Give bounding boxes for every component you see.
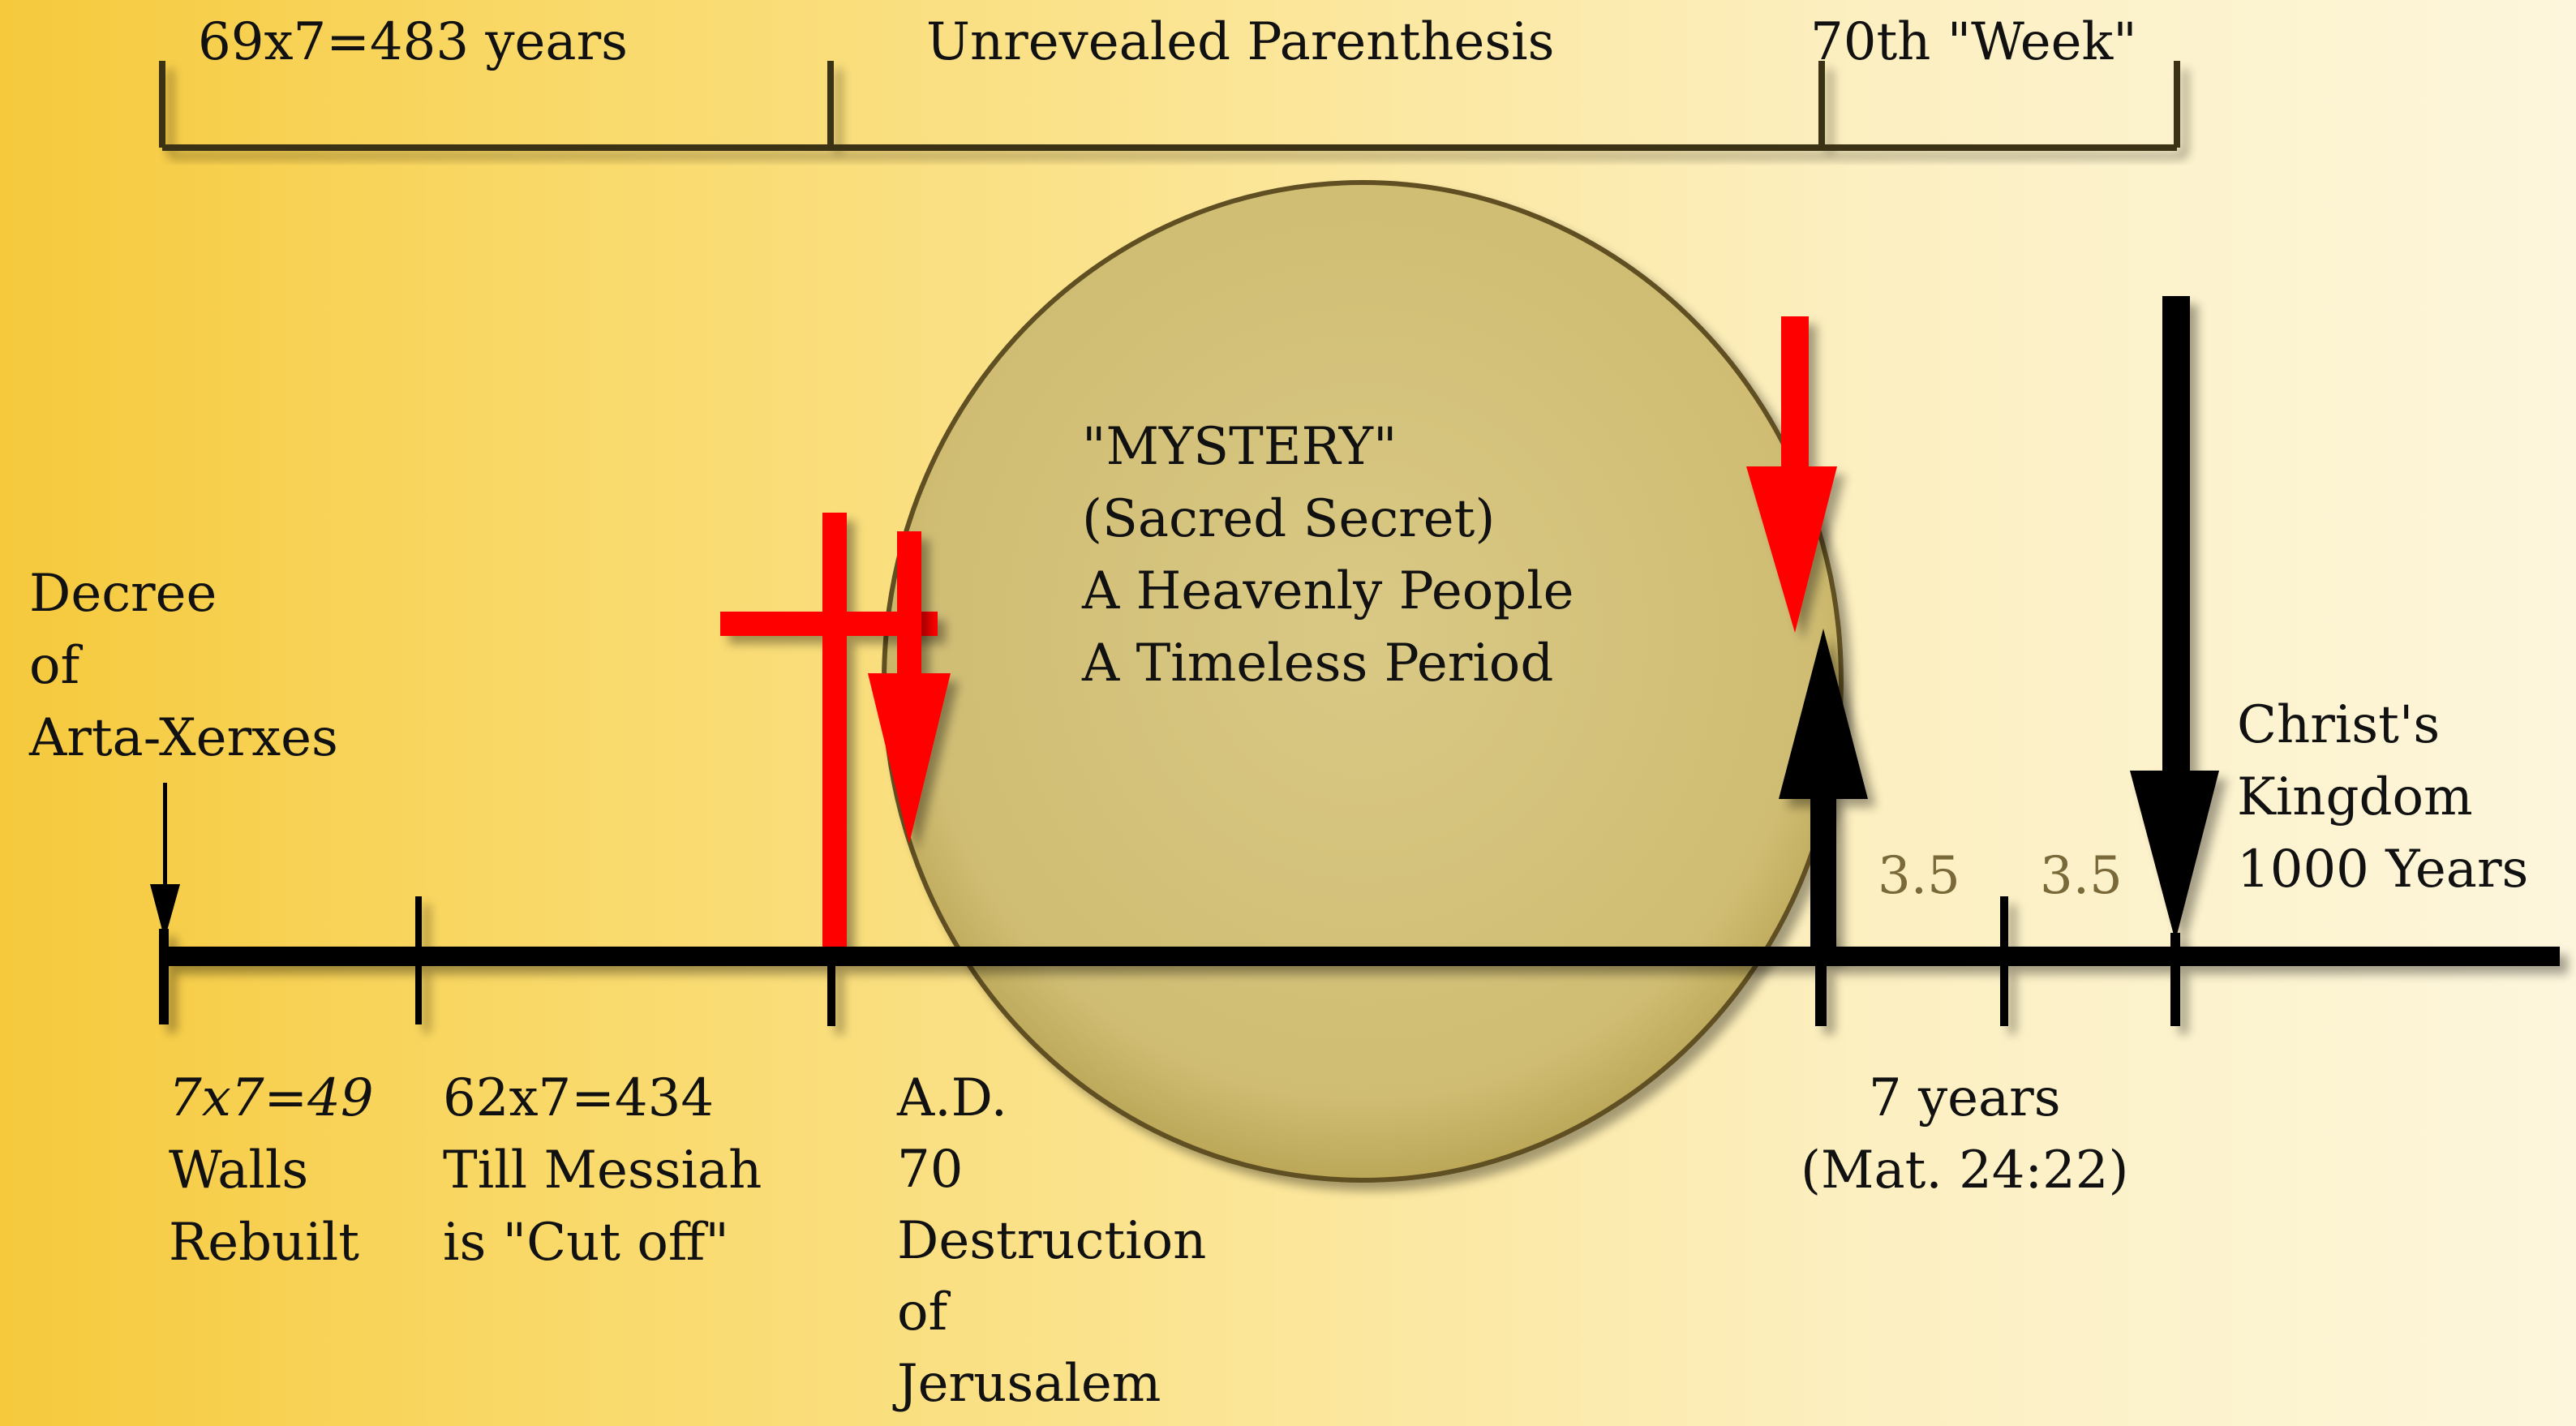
tick-kingdom	[2170, 933, 2180, 1026]
top-bracket	[159, 61, 2180, 151]
decree-line-3: Arta-Xerxes	[29, 708, 338, 768]
red-arrow-rapture	[1746, 316, 1837, 633]
tick-midpoint	[2000, 896, 2008, 1026]
messiah-line-2: Till Messiah	[443, 1140, 762, 1201]
messiah-text: 62x7=434 Till Messiah is "Cut off"	[443, 1063, 762, 1279]
decree-text: Decree of Arta-Xerxes	[29, 558, 338, 775]
black-arrow-down-kingdom	[2130, 296, 2219, 941]
kingdom-line-1: Christ's	[2237, 695, 2441, 755]
black-arrow-up	[1779, 629, 1868, 957]
tick-walls	[415, 896, 422, 1024]
kingdom-line-2: Kingdom	[2237, 767, 2473, 827]
mystery-line-1: "MYSTERY"	[1082, 417, 1397, 477]
mystery-line-4: A Timeless Period	[1082, 634, 1554, 694]
ad70-line-3: Destruction	[897, 1211, 1207, 1271]
half-week-second: 3.5	[2040, 846, 2123, 906]
mystery-line-3: A Heavenly People	[1082, 561, 1574, 621]
walls-line-1: 7x7=49	[169, 1068, 374, 1128]
ad70-line-1: A.D.	[897, 1068, 1007, 1128]
decree-line-2: of	[29, 636, 80, 696]
kingdom-text: Christ's Kingdom 1000 Years	[2237, 689, 2528, 906]
decree-arrow	[150, 783, 180, 939]
kingdom-line-3: 1000 Years	[2237, 840, 2529, 900]
ad70-text: A.D. 70 Destruction of Jerusalem	[897, 1063, 1206, 1420]
tick-decree	[159, 929, 169, 1024]
ad70-line-2: 70	[897, 1140, 964, 1200]
half-week-first: 3.5	[1878, 846, 1960, 906]
seven-years-line-1: 7 years	[1868, 1068, 2061, 1128]
mystery-line-2: (Sacred Secret)	[1082, 489, 1496, 549]
mystery-text: "MYSTERY" (Sacred Secret) A Heavenly Peo…	[1082, 411, 1574, 700]
label-seventieth-week: 70th "Week"	[1810, 12, 2137, 72]
label-first-period: 69x7=483 years	[198, 12, 628, 72]
label-parenthesis: Unrevealed Parenthesis	[926, 12, 1555, 72]
walls-line-2: Walls	[169, 1140, 309, 1201]
seven-years-text: 7 years (Mat. 24:22)	[1801, 1063, 2128, 1207]
seven-years-line-2: (Mat. 24:22)	[1801, 1140, 2129, 1201]
ad70-line-5: Jerusalem	[897, 1354, 1161, 1414]
walls-text: 7x7=49 Walls Rebuilt	[169, 1063, 374, 1279]
red-arrow-ad70	[868, 531, 951, 844]
tick-messiah	[827, 933, 835, 1026]
ad70-line-4: of	[897, 1282, 948, 1342]
messiah-line-3: is "Cut off"	[443, 1213, 729, 1273]
decree-line-1: Decree	[29, 564, 217, 624]
walls-line-3: Rebuilt	[169, 1213, 359, 1273]
messiah-line-1: 62x7=434	[443, 1068, 715, 1128]
